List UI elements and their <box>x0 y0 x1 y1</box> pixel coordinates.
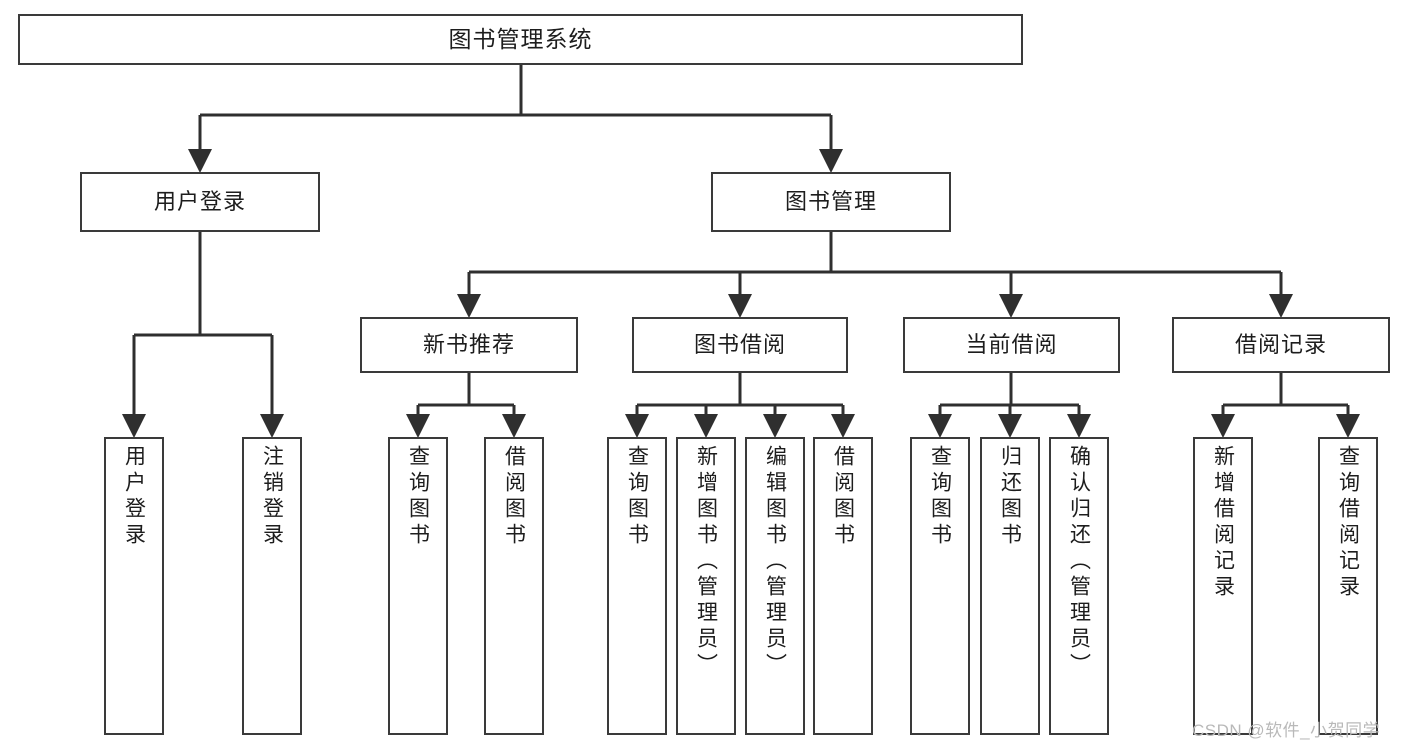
node-label: 查询图书 <box>928 445 952 549</box>
node-label: 用户登录 <box>153 189 246 215</box>
node-label: 归还图书 <box>998 445 1022 549</box>
node-label: 当前借阅 <box>965 332 1058 358</box>
node-leaf-8[interactable]: 查询图书 <box>910 437 970 735</box>
node-label: 借阅图书 <box>502 445 526 549</box>
node-root-system[interactable]: 图书管理系统 <box>18 14 1023 65</box>
node-leaf-3[interactable]: 借阅图书 <box>484 437 544 735</box>
node-label: 查询借阅记录 <box>1336 445 1360 601</box>
node-leaf-12[interactable]: 查询借阅记录 <box>1318 437 1378 735</box>
node-level3-1[interactable]: 图书借阅 <box>632 317 848 373</box>
node-leaf-4[interactable]: 查询图书 <box>607 437 667 735</box>
node-label: 用户登录 <box>122 445 146 549</box>
node-label: 确认归还（管理员） <box>1067 445 1091 679</box>
node-leaf-10[interactable]: 确认归还（管理员） <box>1049 437 1109 735</box>
node-label: 图书管理 <box>784 189 877 215</box>
node-label: 新增借阅记录 <box>1211 445 1235 601</box>
node-label: 查询图书 <box>406 445 430 549</box>
node-level3-3[interactable]: 借阅记录 <box>1172 317 1390 373</box>
node-label: 编辑图书（管理员） <box>763 445 787 679</box>
node-leaf-1[interactable]: 注销登录 <box>242 437 302 735</box>
watermark-text: CSDN @软件_小贺同学 <box>1192 721 1381 740</box>
node-label: 注销登录 <box>260 445 284 549</box>
node-leaf-0[interactable]: 用户登录 <box>104 437 164 735</box>
node-level3-0[interactable]: 新书推荐 <box>360 317 578 373</box>
node-level2-1[interactable]: 图书管理 <box>711 172 951 232</box>
node-label: 图书借阅 <box>693 332 786 358</box>
node-leaf-6[interactable]: 编辑图书（管理员） <box>745 437 805 735</box>
node-label: 借阅记录 <box>1234 332 1327 358</box>
node-leaf-9[interactable]: 归还图书 <box>980 437 1040 735</box>
node-leaf-2[interactable]: 查询图书 <box>388 437 448 735</box>
node-leaf-11[interactable]: 新增借阅记录 <box>1193 437 1253 735</box>
node-label: 图书管理系统 <box>448 26 593 53</box>
node-level2-0[interactable]: 用户登录 <box>80 172 320 232</box>
node-label: 新书推荐 <box>422 332 515 358</box>
node-label: 借阅图书 <box>831 445 855 549</box>
node-label: 新增图书（管理员） <box>694 445 718 679</box>
node-leaf-7[interactable]: 借阅图书 <box>813 437 873 735</box>
node-level3-2[interactable]: 当前借阅 <box>903 317 1120 373</box>
node-leaf-5[interactable]: 新增图书（管理员） <box>676 437 736 735</box>
node-label: 查询图书 <box>625 445 649 549</box>
